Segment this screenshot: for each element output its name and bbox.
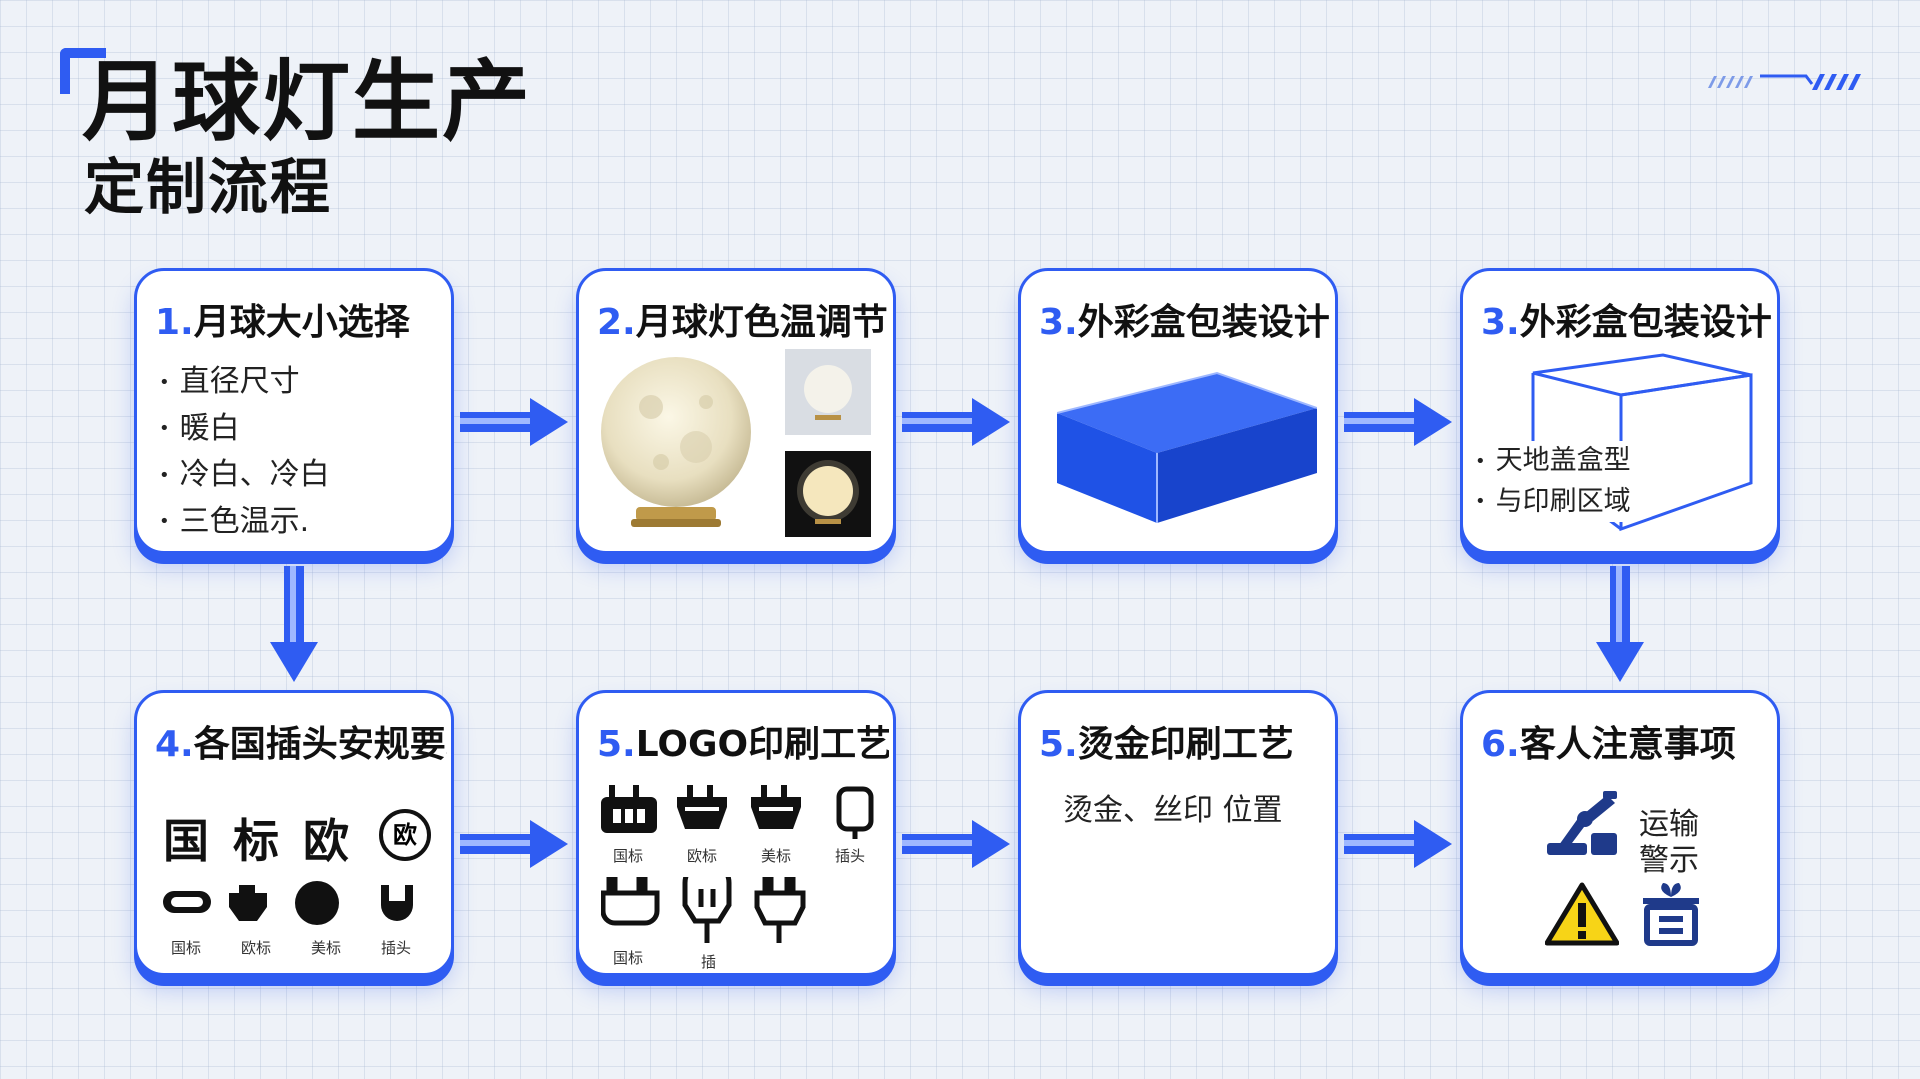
moon-lamp-photo-dark: [785, 451, 871, 537]
plug-icon: [601, 785, 874, 839]
plug-label: 插: [701, 953, 717, 971]
step-card-color-temp: 2.月球灯色温调节: [576, 268, 896, 554]
page-title: 月球灯生产: [82, 50, 533, 153]
standard-char: 标: [233, 814, 279, 868]
bullet-item: 暖白: [159, 406, 330, 453]
bullet-item: 与印刷区域: [1475, 481, 1631, 522]
page-subtitle: 定制流程: [84, 153, 332, 223]
plug-icon: [601, 877, 806, 943]
step-number: 4.: [155, 724, 194, 765]
step-number: 6.: [1481, 724, 1520, 765]
step-title: 烫金印刷工艺: [1077, 724, 1294, 765]
step-card-packaging: 3.外彩盒包装设计: [1018, 268, 1338, 554]
step-number: 1.: [155, 302, 194, 343]
note-text: 运输: [1639, 807, 1699, 842]
flow-arrow-right: [1344, 820, 1452, 868]
step-title: 各国插头安规要求: [193, 724, 447, 765]
standard-char: 欧: [303, 814, 349, 868]
moon-lamp-icon: [601, 357, 751, 527]
step-card-plug-standards: 4.各国插头安规要求 国 标 欧 欧 国标 欧标 美标 插头: [134, 690, 454, 976]
step-number: 5.: [597, 724, 636, 765]
decorative-stripes: [1708, 74, 1861, 90]
bullet-item: 直径尺寸: [159, 359, 330, 406]
step-number: 3.: [1481, 302, 1520, 343]
step-card-box-type: 3.外彩盒包装设计 天地盖盒型 与印刷区域: [1460, 268, 1780, 554]
plug-icon: [163, 881, 413, 925]
step-title: 月球大小选择: [193, 302, 410, 343]
flow-arrow-right: [902, 820, 1010, 868]
flow-arrow-down: [270, 566, 318, 682]
standard-char: 国: [163, 814, 209, 868]
flow-arrow-right: [902, 398, 1010, 446]
step-title: 外彩盒包装设计: [1077, 302, 1330, 343]
step-number: 2.: [597, 302, 636, 343]
bullet-list: 天地盖盒型 与印刷区域: [1475, 441, 1631, 522]
plug-label: 国标: [613, 847, 644, 865]
flow-arrow-down: [1596, 566, 1644, 682]
step-card-customer-notes: 6.客人注意事项 运输 警示: [1460, 690, 1780, 976]
plug-label: 国标: [613, 949, 644, 967]
step-card-size: 1.月球大小选择 直径尺寸 暖白 冷白、冷白 三色温示.: [134, 268, 454, 554]
step-card-foil-print: 5.烫金印刷工艺 烫金、丝印 位置: [1018, 690, 1338, 976]
flow-arrow-right: [460, 820, 568, 868]
robot-arm-icon: [1547, 791, 1617, 855]
plug-label: 国标: [171, 939, 202, 957]
step-number: 5.: [1039, 724, 1078, 765]
eu-badge: 欧: [379, 809, 431, 861]
step-title: 客人注意事项: [1519, 724, 1736, 765]
bullet-list: 直径尺寸 暖白 冷白、冷白 三色温示.: [159, 359, 330, 545]
plug-label: 美标: [311, 939, 342, 957]
moon-lamp-photo-light: [785, 349, 871, 435]
step-card-logo-print: 5.LOGO印刷工艺 国标 欧标 美标 插头 国标 插: [576, 690, 896, 976]
plug-label: 欧标: [241, 939, 272, 957]
step-number: 3.: [1039, 302, 1078, 343]
plug-label: 插头: [381, 939, 412, 957]
title-accent: [60, 48, 106, 94]
step-title: 月球灯色温调节: [635, 302, 888, 343]
plug-label: 插头: [835, 847, 866, 865]
flow-arrow-right: [460, 398, 568, 446]
flow-arrow-right: [1344, 398, 1452, 446]
bullet-item: 三色温示.: [159, 499, 330, 546]
foil-position-text: 烫金、丝印 位置: [1063, 793, 1283, 828]
step-title: LOGO印刷工艺: [635, 724, 889, 765]
note-text: 警示: [1639, 843, 1699, 878]
warning-icon: [1545, 882, 1619, 946]
plug-label: 美标: [761, 847, 792, 865]
step-title: 外彩盒包装设计: [1519, 302, 1772, 343]
bullet-item: 天地盖盒型: [1475, 441, 1631, 482]
plug-label: 欧标: [687, 847, 718, 865]
bullet-item: 冷白、冷白: [159, 452, 330, 499]
blue-box-icon: [1057, 371, 1317, 523]
gift-box-icon: [1643, 883, 1699, 946]
